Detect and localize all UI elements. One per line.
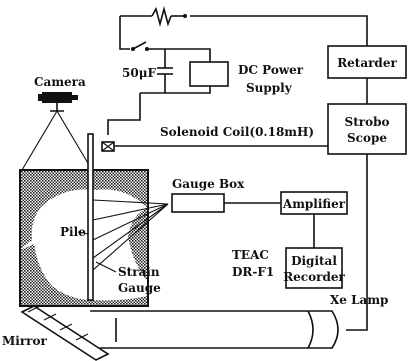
dc-power-label-line1: DC Power <box>238 63 304 77</box>
mirror <box>20 305 110 361</box>
capacitor-label: 50μF <box>122 66 156 80</box>
mirror-label: Mirror <box>2 334 47 348</box>
pile-label: Pile <box>60 225 86 239</box>
camera-view-line-left <box>21 110 58 171</box>
light-path <box>90 310 308 349</box>
strain-label-line1: Strain <box>118 265 160 279</box>
xe-lamp-label: Xe Lamp <box>330 293 388 307</box>
camera-icon <box>38 92 78 112</box>
xe-lamp <box>307 310 339 349</box>
amplifier-label: Amplifier <box>282 197 346 211</box>
strobo-scope-box <box>327 103 407 155</box>
solenoid-label: Solenoid Coil(0.18mH) <box>160 125 314 139</box>
camera-view-line-right <box>56 110 93 171</box>
soil-tank <box>19 169 149 307</box>
teac-label-line2: DR-F1 <box>232 265 274 279</box>
recorder-label-line2: Recorder <box>283 270 345 284</box>
strain-label-line2: Gauge <box>118 281 161 295</box>
gauge-box-label: Gauge Box <box>172 177 245 191</box>
strain-gauge-wires <box>92 199 169 271</box>
charging-circuit <box>107 16 211 135</box>
dc-power-supply-box <box>189 61 229 87</box>
gauge-box <box>171 193 225 213</box>
strain-gauge-pointer <box>95 261 117 273</box>
recorder-label-line1: Digital <box>291 254 337 268</box>
strobo-label-line1: Strobo <box>345 115 390 129</box>
top-circuit-wire <box>120 5 368 46</box>
strobo-label-line2: Scope <box>347 131 387 145</box>
dc-power-label-line2: Supply <box>246 81 293 95</box>
retarder-box <box>327 45 407 79</box>
pile-pointer <box>77 231 89 235</box>
pile <box>87 133 94 301</box>
camera-label: Camera <box>34 75 86 89</box>
teac-label-line1: TEAC <box>232 248 269 262</box>
retarder-label: Retarder <box>337 56 397 70</box>
strobo-lamp-wire <box>346 154 368 331</box>
digital-recorder-box <box>285 247 343 289</box>
solenoid-coil-cross <box>101 141 115 152</box>
